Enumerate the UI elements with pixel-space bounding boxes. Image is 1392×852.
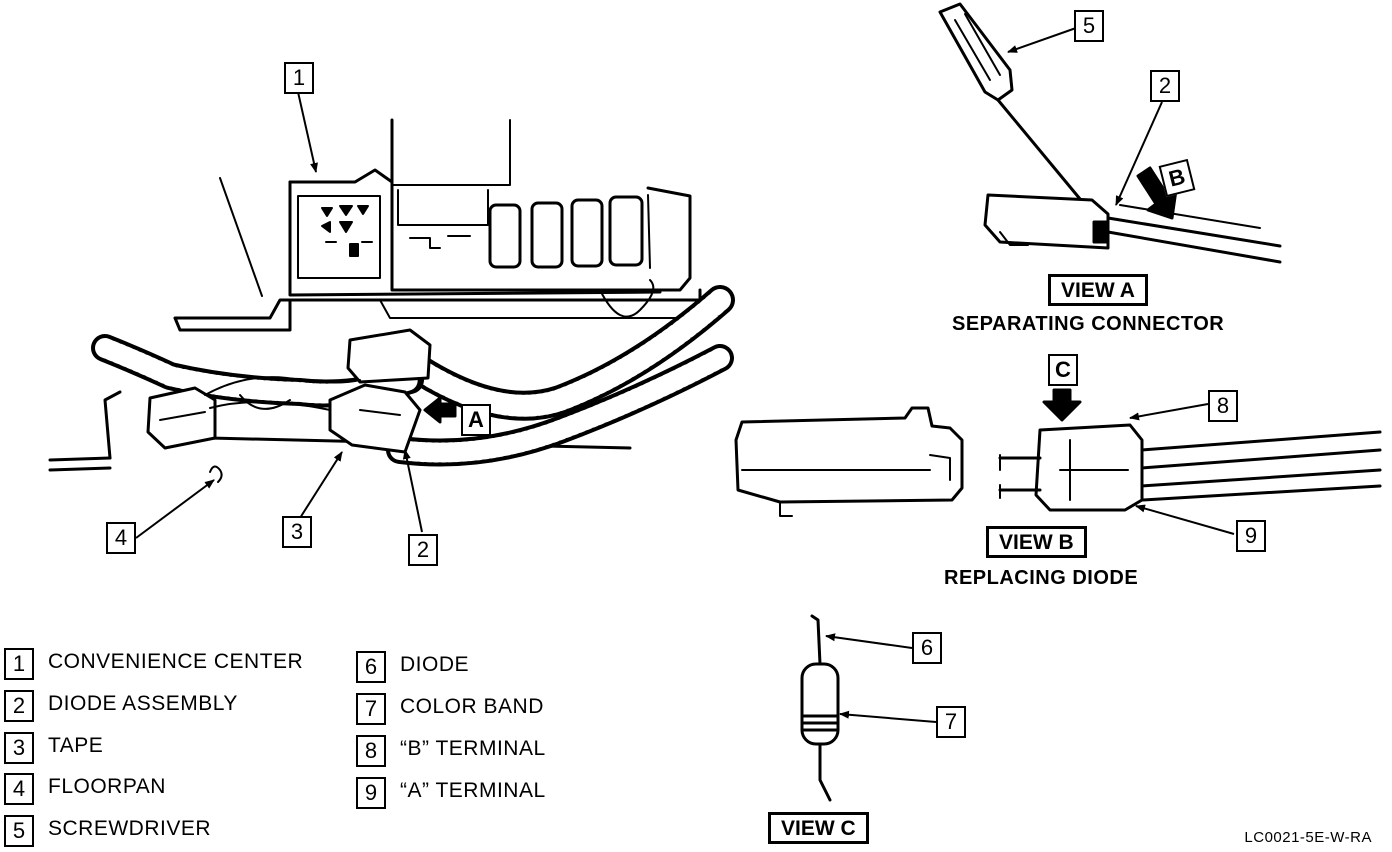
legend-number: 5 xyxy=(4,815,34,847)
legend-label: “B” TERMINAL xyxy=(400,737,546,760)
legend-label: COLOR BAND xyxy=(400,695,544,718)
arrow-label-c: C xyxy=(1048,354,1078,386)
view-b-title: VIEW B xyxy=(986,526,1087,558)
arrow-label-a: A xyxy=(461,404,491,436)
view-a-caption: SEPARATING CONNECTOR xyxy=(952,313,1225,335)
legend-number: 8 xyxy=(356,735,386,767)
diode-connector xyxy=(328,383,422,454)
legend-number: 4 xyxy=(4,773,34,805)
view-c-illustration xyxy=(800,614,840,802)
view-c-arrow xyxy=(1042,388,1082,422)
legend-label: “A” TERMINAL xyxy=(400,779,546,802)
convenience-center xyxy=(288,118,692,292)
diode xyxy=(800,662,840,746)
callout-1: 1 xyxy=(284,62,314,94)
view-b-caption: REPLACING DIODE xyxy=(944,567,1139,589)
legend-number: 3 xyxy=(4,732,34,764)
view-a-connector xyxy=(983,193,1110,250)
view-b-housing xyxy=(734,406,964,504)
legend-label: FLOORPAN xyxy=(48,775,166,798)
callout-2-main: 2 xyxy=(408,534,438,566)
legend-number: 7 xyxy=(356,693,386,725)
legend-label: CONVENIENCE CENTER xyxy=(48,650,304,673)
view-b-illustration xyxy=(734,388,1382,517)
legend-number: 2 xyxy=(4,690,34,722)
callout-4: 4 xyxy=(106,522,136,554)
callout-9: 9 xyxy=(1236,520,1266,552)
legend-number: 9 xyxy=(356,777,386,809)
callout-2-view-a: 2 xyxy=(1150,70,1180,102)
legend-label: DIODE xyxy=(400,653,470,676)
legend-label: DIODE ASSEMBLY xyxy=(48,692,238,715)
upper-connector xyxy=(346,328,432,384)
view-c-title: VIEW C xyxy=(768,812,869,844)
legend-label: SCREWDRIVER xyxy=(48,817,212,840)
main-illustration xyxy=(48,118,735,483)
callout-6: 6 xyxy=(912,632,942,664)
callout-7: 7 xyxy=(936,706,966,738)
legend-number: 6 xyxy=(356,651,386,683)
legend-number: 1 xyxy=(4,648,34,680)
callout-5: 5 xyxy=(1074,10,1104,42)
view-a-illustration xyxy=(938,2,1282,264)
view-a-title: VIEW A xyxy=(1048,274,1148,306)
screwdriver xyxy=(938,2,1014,102)
legend-label: TAPE xyxy=(48,734,104,757)
left-connector xyxy=(146,386,217,450)
color-band xyxy=(801,714,839,732)
callout-8: 8 xyxy=(1208,390,1238,422)
view-b-diode-connector xyxy=(1034,423,1144,512)
view-b-arrow xyxy=(1136,166,1178,220)
view-a-arrow xyxy=(423,396,457,424)
callout-3: 3 xyxy=(282,516,312,548)
figure-code: LC0021-5E-W-RA xyxy=(1244,829,1372,846)
